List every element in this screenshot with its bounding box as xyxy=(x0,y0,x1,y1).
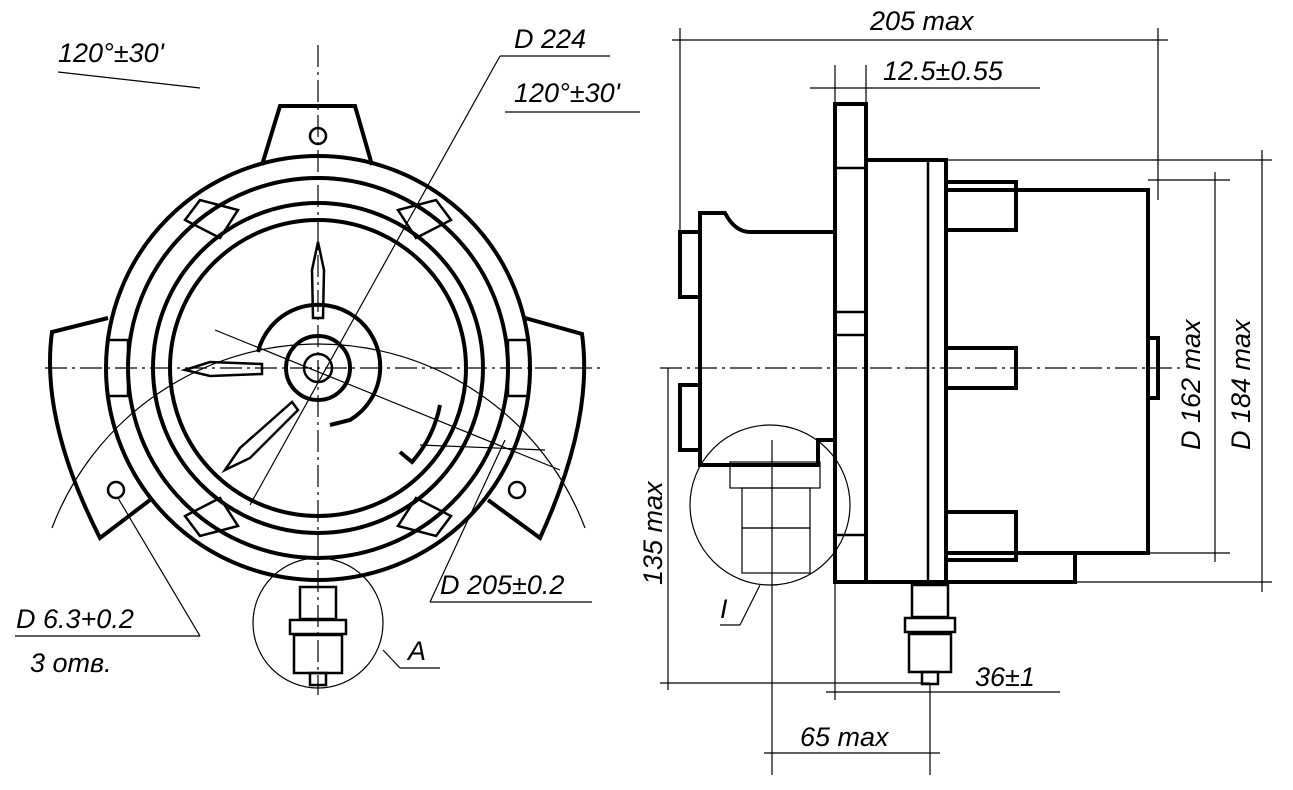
body-rib-mid xyxy=(944,346,1018,390)
flange-plate xyxy=(833,102,868,584)
label-hole-count: 3 отв. xyxy=(30,648,112,678)
label-205-max: 205 max xyxy=(869,6,975,36)
housing-inner-ring xyxy=(168,218,468,518)
label-angle-right: 120°±30' xyxy=(514,78,621,108)
label-d205: D 205±0.2 xyxy=(440,570,564,600)
label-d162: D 162 max xyxy=(1176,318,1206,450)
cable-gland-side xyxy=(903,583,957,686)
motor-body xyxy=(946,188,1150,555)
label-view-a: A xyxy=(406,636,426,666)
pointer-lower-left xyxy=(221,400,300,474)
rear-cap xyxy=(1146,336,1160,400)
housing-ring-3 xyxy=(151,201,485,535)
top-mounting-hole xyxy=(308,126,328,146)
label-detail-i: I xyxy=(720,594,728,624)
cable-gland-front xyxy=(252,557,440,689)
stator-ring xyxy=(864,158,948,584)
label-angle-left: 120°±30' xyxy=(58,38,165,68)
right-mounting-ear xyxy=(486,316,587,542)
outer-diameter-arc xyxy=(51,343,586,529)
body-rib-top xyxy=(944,180,1018,232)
left-cover-body xyxy=(698,213,835,467)
label-135-max: 135 max xyxy=(638,480,668,585)
detail-a-circle xyxy=(252,557,384,689)
d224-leader-line xyxy=(249,55,501,506)
left-cover-top xyxy=(680,211,835,234)
d205-leader xyxy=(429,439,506,603)
label-65-max: 65 max xyxy=(800,722,890,752)
hole-leader xyxy=(117,497,201,637)
left-mounting-hole xyxy=(106,480,126,500)
body-rib-bottom xyxy=(944,510,1018,562)
label-flange-thickness: 12.5±0.55 xyxy=(883,56,1004,86)
label-d224: D 224 xyxy=(514,24,586,54)
central-hub xyxy=(284,334,352,402)
angle-left-leader xyxy=(57,71,201,89)
label-36: 36±1 xyxy=(975,662,1035,692)
left-mounting-ear xyxy=(48,316,152,542)
front-view xyxy=(15,45,640,695)
label-d184: D 184 max xyxy=(1226,318,1256,450)
terminal-block-outline xyxy=(256,302,383,427)
pointer-top xyxy=(310,241,326,320)
left-lug-bottom xyxy=(678,383,702,452)
housing-bosses xyxy=(108,198,528,538)
base-step xyxy=(946,551,1077,584)
side-view xyxy=(660,28,1272,775)
top-mounting-ear xyxy=(260,104,374,166)
right-mounting-hole xyxy=(507,480,527,500)
detail-i-circle xyxy=(689,424,851,586)
left-lug-top xyxy=(678,230,702,299)
inner-arc-segment xyxy=(398,404,442,465)
housing-outer-ring xyxy=(104,154,532,582)
hole-circle-leader xyxy=(419,444,546,451)
dimension-labels: 120°±30' D 224 120°±30' D 205±0.2 D 6.3+… xyxy=(16,6,1256,752)
label-hole-diameter: D 6.3+0.2 xyxy=(16,604,134,634)
pointer-left xyxy=(180,360,264,378)
